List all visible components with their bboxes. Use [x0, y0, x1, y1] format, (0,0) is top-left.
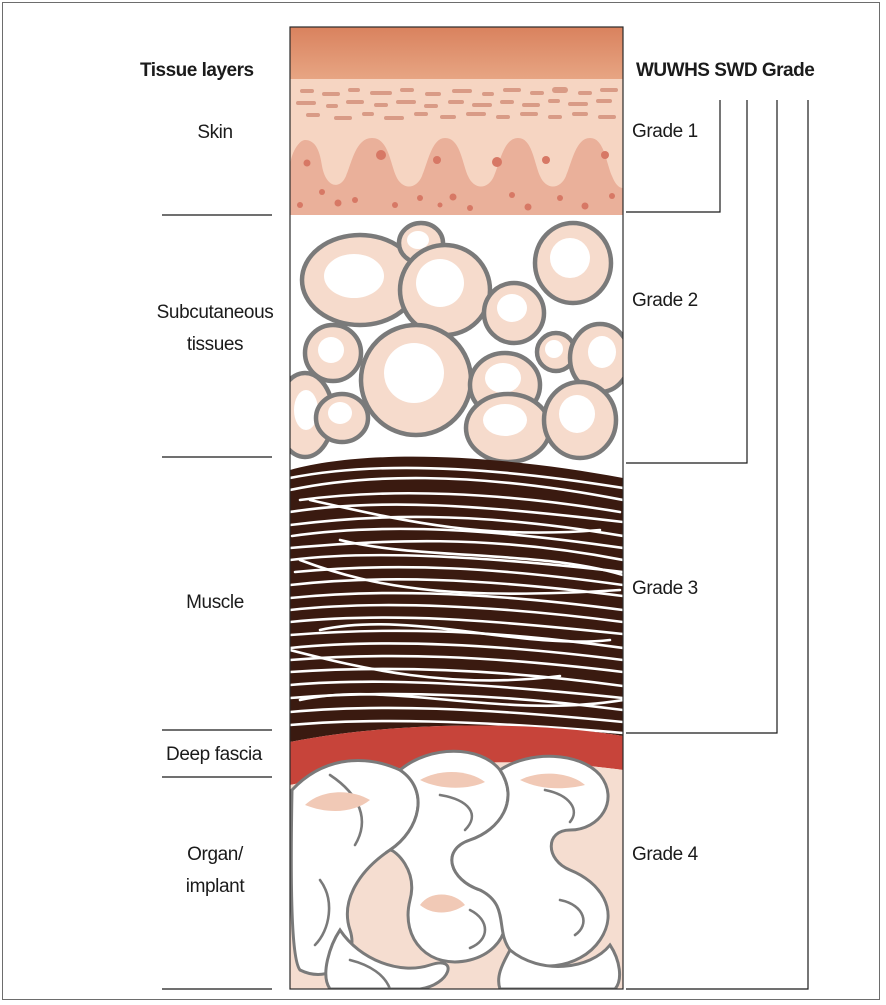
tissue-layers-header: Tissue layers [140, 59, 272, 82]
grade-label-2: Grade 2 [632, 289, 722, 312]
layer-label-muscle: Muscle [160, 591, 270, 614]
grade-2-bracket [626, 100, 747, 463]
layer-label-deep-fascia: Deep fascia [152, 743, 276, 766]
layer-label-skin: Skin [160, 121, 270, 144]
layer-label-subcutaneous: Subcutaneous tissues [146, 297, 284, 361]
skin-layer [290, 27, 623, 215]
subcutaneous-fat-layer [277, 215, 630, 462]
grade-label-3: Grade 3 [632, 577, 722, 600]
grade-header: WUWHS SWD Grade [636, 59, 836, 82]
grade-label-4: Grade 4 [632, 843, 722, 866]
organ-layer [290, 751, 623, 989]
muscle-layer [290, 457, 623, 742]
grade-1-bracket [626, 100, 720, 212]
grade-label-1: Grade 1 [632, 120, 722, 143]
grade-3-bracket [626, 100, 777, 733]
layer-label-organ-implant: Organ/ implant [160, 839, 270, 903]
